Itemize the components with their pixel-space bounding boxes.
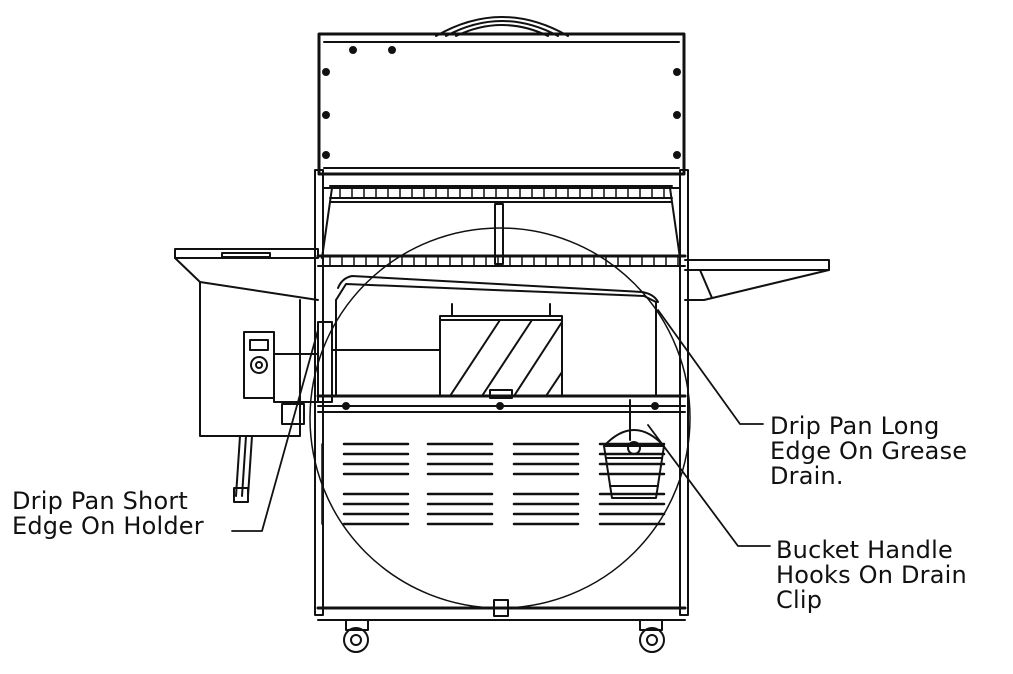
right-shelf bbox=[684, 259, 830, 301]
drip-pan bbox=[317, 275, 659, 403]
vents bbox=[321, 442, 681, 526]
upper-rack bbox=[321, 185, 681, 265]
side-posts bbox=[314, 169, 689, 616]
hopper bbox=[199, 281, 319, 503]
callout-bucket-handle: Bucket Handle Hooks On Drain Clip bbox=[776, 536, 967, 614]
callout-drip-pan-short-edge: Drip Pan Short Edge On Holder bbox=[12, 487, 204, 540]
leader-lines bbox=[231, 309, 771, 547]
grease-bucket bbox=[603, 399, 665, 499]
lid bbox=[317, 32, 686, 189]
firebox bbox=[316, 394, 687, 621]
lid-handle bbox=[435, 16, 569, 37]
cooking-grate bbox=[316, 254, 687, 267]
casters bbox=[343, 619, 665, 653]
detail-circle bbox=[309, 227, 691, 609]
heat-baffle bbox=[439, 303, 563, 399]
callout-drip-pan-long-edge: Drip Pan Long Edge On Grease Drain. bbox=[770, 412, 968, 490]
left-shelf bbox=[174, 248, 319, 301]
